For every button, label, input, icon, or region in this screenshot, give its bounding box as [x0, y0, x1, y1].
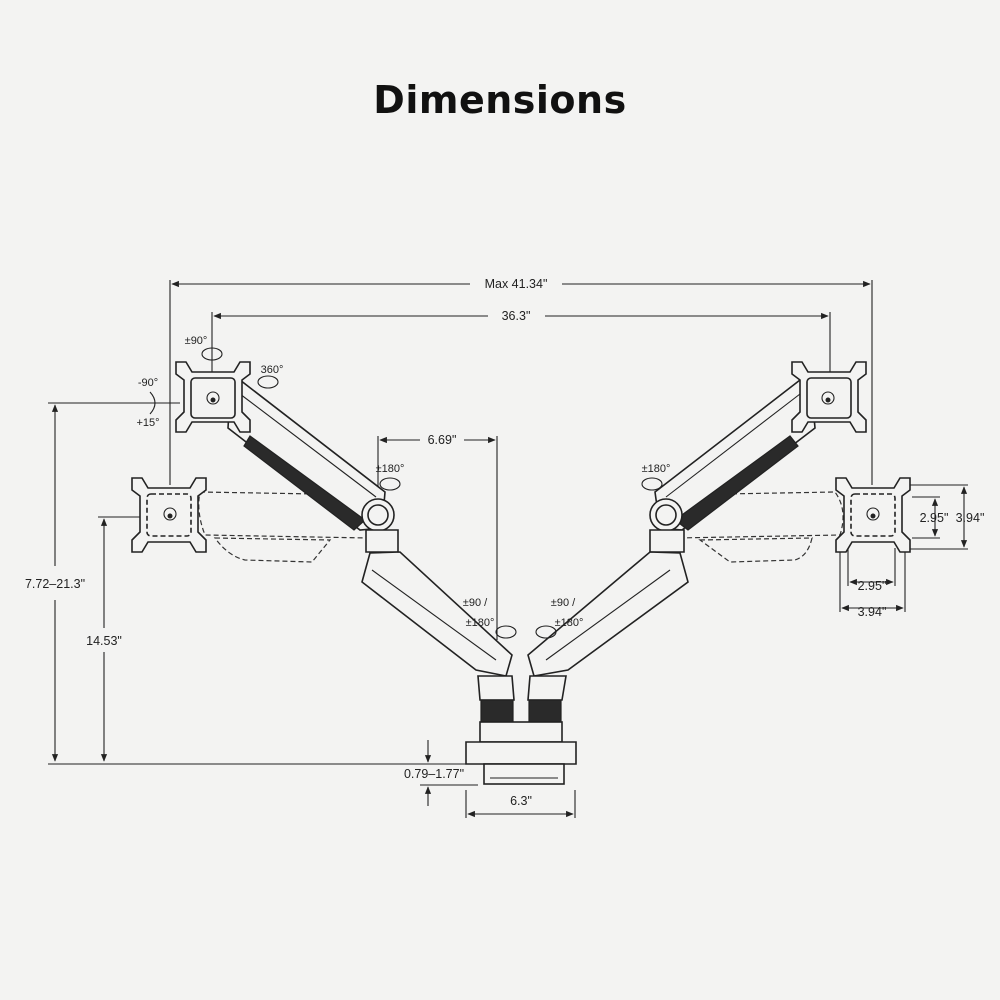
label-clamp-range: 0.79–1.77": [404, 767, 464, 781]
label-base-left-2: ±180°: [466, 617, 495, 629]
label-tilt-down: +15°: [136, 417, 159, 429]
label-base-right-1: ±90 /: [551, 597, 576, 609]
label-vesa-w-large: 3.94": [858, 605, 887, 619]
label-base-width: 6.3": [510, 794, 532, 808]
right-monitor-arm: [527, 361, 911, 677]
label-vesa-h-small: 2.95": [920, 511, 949, 525]
label-rotate: 360°: [261, 364, 284, 376]
label-pole-height: 14.53": [86, 634, 122, 648]
label-vesa-w-small: 2.95": [858, 579, 887, 593]
label-tilt-up: -90°: [138, 377, 158, 389]
pole-and-clamp: [465, 675, 577, 785]
label-elbow-left: ±180°: [376, 463, 405, 475]
label-swivel-plate: ±90°: [185, 335, 208, 347]
label-height-range: 7.72–21.3": [25, 577, 85, 591]
rotation-marks: [149, 347, 663, 639]
label-base-left-1: ±90 /: [463, 597, 488, 609]
label-forearm: 6.69": [428, 433, 457, 447]
label-arm-width: 36.3": [502, 309, 531, 323]
dimension-lines: [48, 280, 968, 818]
label-elbow-right: ±180°: [642, 463, 671, 475]
dimension-labels: Max 41.34" 36.3" 6.69" 7.72–21.3" 14.53"…: [25, 277, 984, 808]
label-base-right-2: ±180°: [555, 617, 584, 629]
left-monitor-arm: [131, 361, 513, 677]
label-max-width: Max 41.34": [485, 277, 548, 291]
label-vesa-h-large: 3.94": [956, 511, 985, 525]
page-title: Dimensions: [373, 78, 627, 122]
